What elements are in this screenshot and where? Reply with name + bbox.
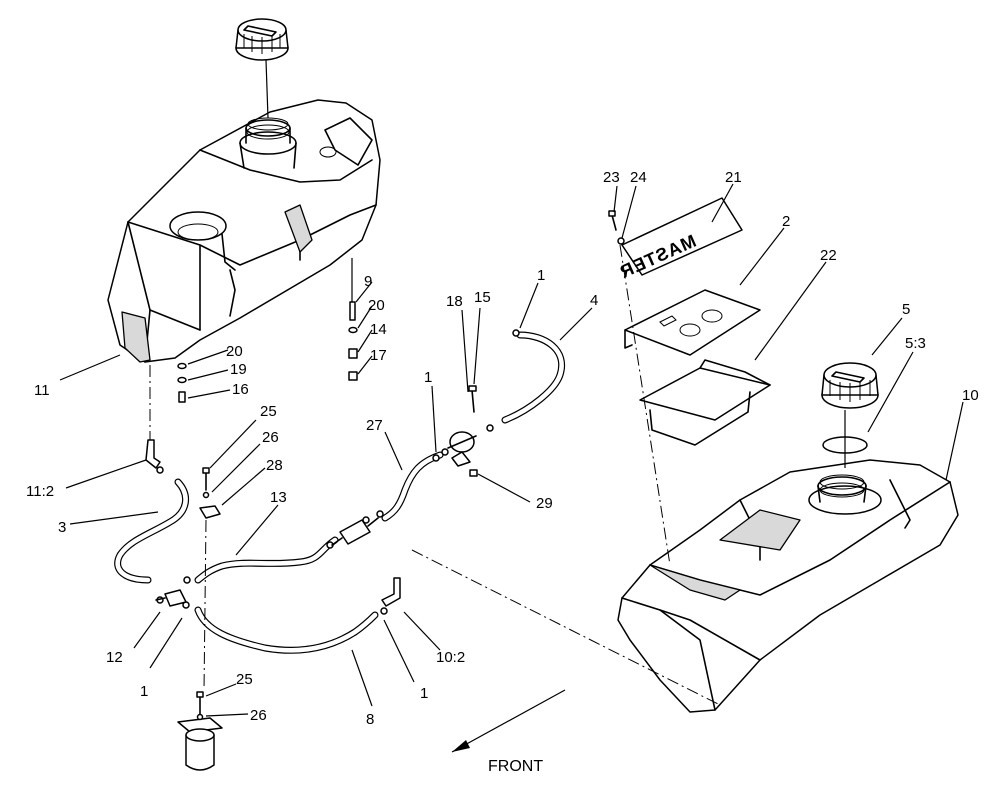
callout-1-pump: 1 [424, 369, 432, 386]
callout-1-tee: 1 [140, 683, 148, 700]
callout-4: 4 [590, 292, 598, 309]
left-fuel-tank [107, 99, 381, 363]
callout-16: 16 [232, 381, 249, 398]
callout-15: 15 [474, 289, 491, 306]
hose-clip [199, 467, 221, 519]
callout-26-lower: 26 [250, 707, 267, 724]
decal-center-line [619, 244, 671, 566]
decal-plate: MASTER [616, 197, 743, 282]
mounting-plate [624, 289, 761, 356]
callout-2: 2 [782, 213, 790, 230]
callout-3: 3 [58, 519, 66, 536]
callout-9: 9 [364, 273, 372, 290]
callout-24: 24 [630, 169, 647, 186]
callout-11: 11 [34, 382, 50, 399]
right-fuel-cap [821, 362, 879, 409]
callout-17: 17 [370, 347, 387, 364]
left-fuel-cap [235, 18, 289, 61]
leader-lines [59, 183, 964, 717]
callout-13: 13 [270, 489, 287, 506]
clip-center-line [203, 519, 207, 691]
tee-fitting [155, 589, 187, 607]
canister-filter [177, 691, 223, 771]
hardware-stack-center [348, 301, 358, 381]
callout-1-hose4: 1 [537, 267, 545, 284]
callout-5-3: 5:3 [905, 335, 926, 352]
callout-25-upper: 25 [260, 403, 277, 420]
callout-22: 22 [820, 247, 837, 264]
callout-1-hose8: 1 [420, 685, 428, 702]
callout-18: 18 [446, 293, 463, 310]
cap-center-line [265, 59, 269, 119]
callout-28: 28 [266, 457, 283, 474]
callout-12: 12 [106, 649, 123, 666]
callout-27: 27 [366, 417, 383, 434]
screw-23 [608, 210, 617, 231]
callout-26-upper: 26 [262, 429, 279, 446]
callout-23: 23 [603, 169, 620, 186]
callout-25-lower: 25 [236, 671, 253, 688]
callout-14: 14 [370, 321, 387, 338]
washer-24 [617, 237, 625, 245]
callout-20-center: 20 [368, 297, 385, 314]
inline-fuel-filter [331, 517, 379, 546]
callout-5: 5 [902, 301, 910, 318]
hardware-stack-left [177, 362, 187, 403]
callout-11-2: 11:2 [26, 483, 54, 500]
storage-cup [639, 359, 771, 446]
callout-20-left: 20 [226, 343, 243, 360]
callout-29: 29 [536, 495, 553, 512]
front-arrow [451, 689, 566, 753]
tank-alignment-line [411, 549, 721, 706]
callout-21: 21 [725, 169, 742, 186]
callout-8: 8 [366, 711, 374, 728]
right-fuel-tank [617, 459, 959, 713]
callout-labels: 23 24 21 2 22 5 5:3 10 1 4 18 15 9 20 14… [26, 169, 979, 775]
callout-10-2: 10:2 [436, 649, 465, 666]
callout-19: 19 [230, 361, 247, 378]
callout-10: 10 [962, 387, 979, 404]
fuel-hoses [114, 331, 566, 654]
hose-clamps [156, 329, 520, 615]
fuel-pump [447, 385, 478, 477]
front-label: FRONT [488, 758, 543, 775]
